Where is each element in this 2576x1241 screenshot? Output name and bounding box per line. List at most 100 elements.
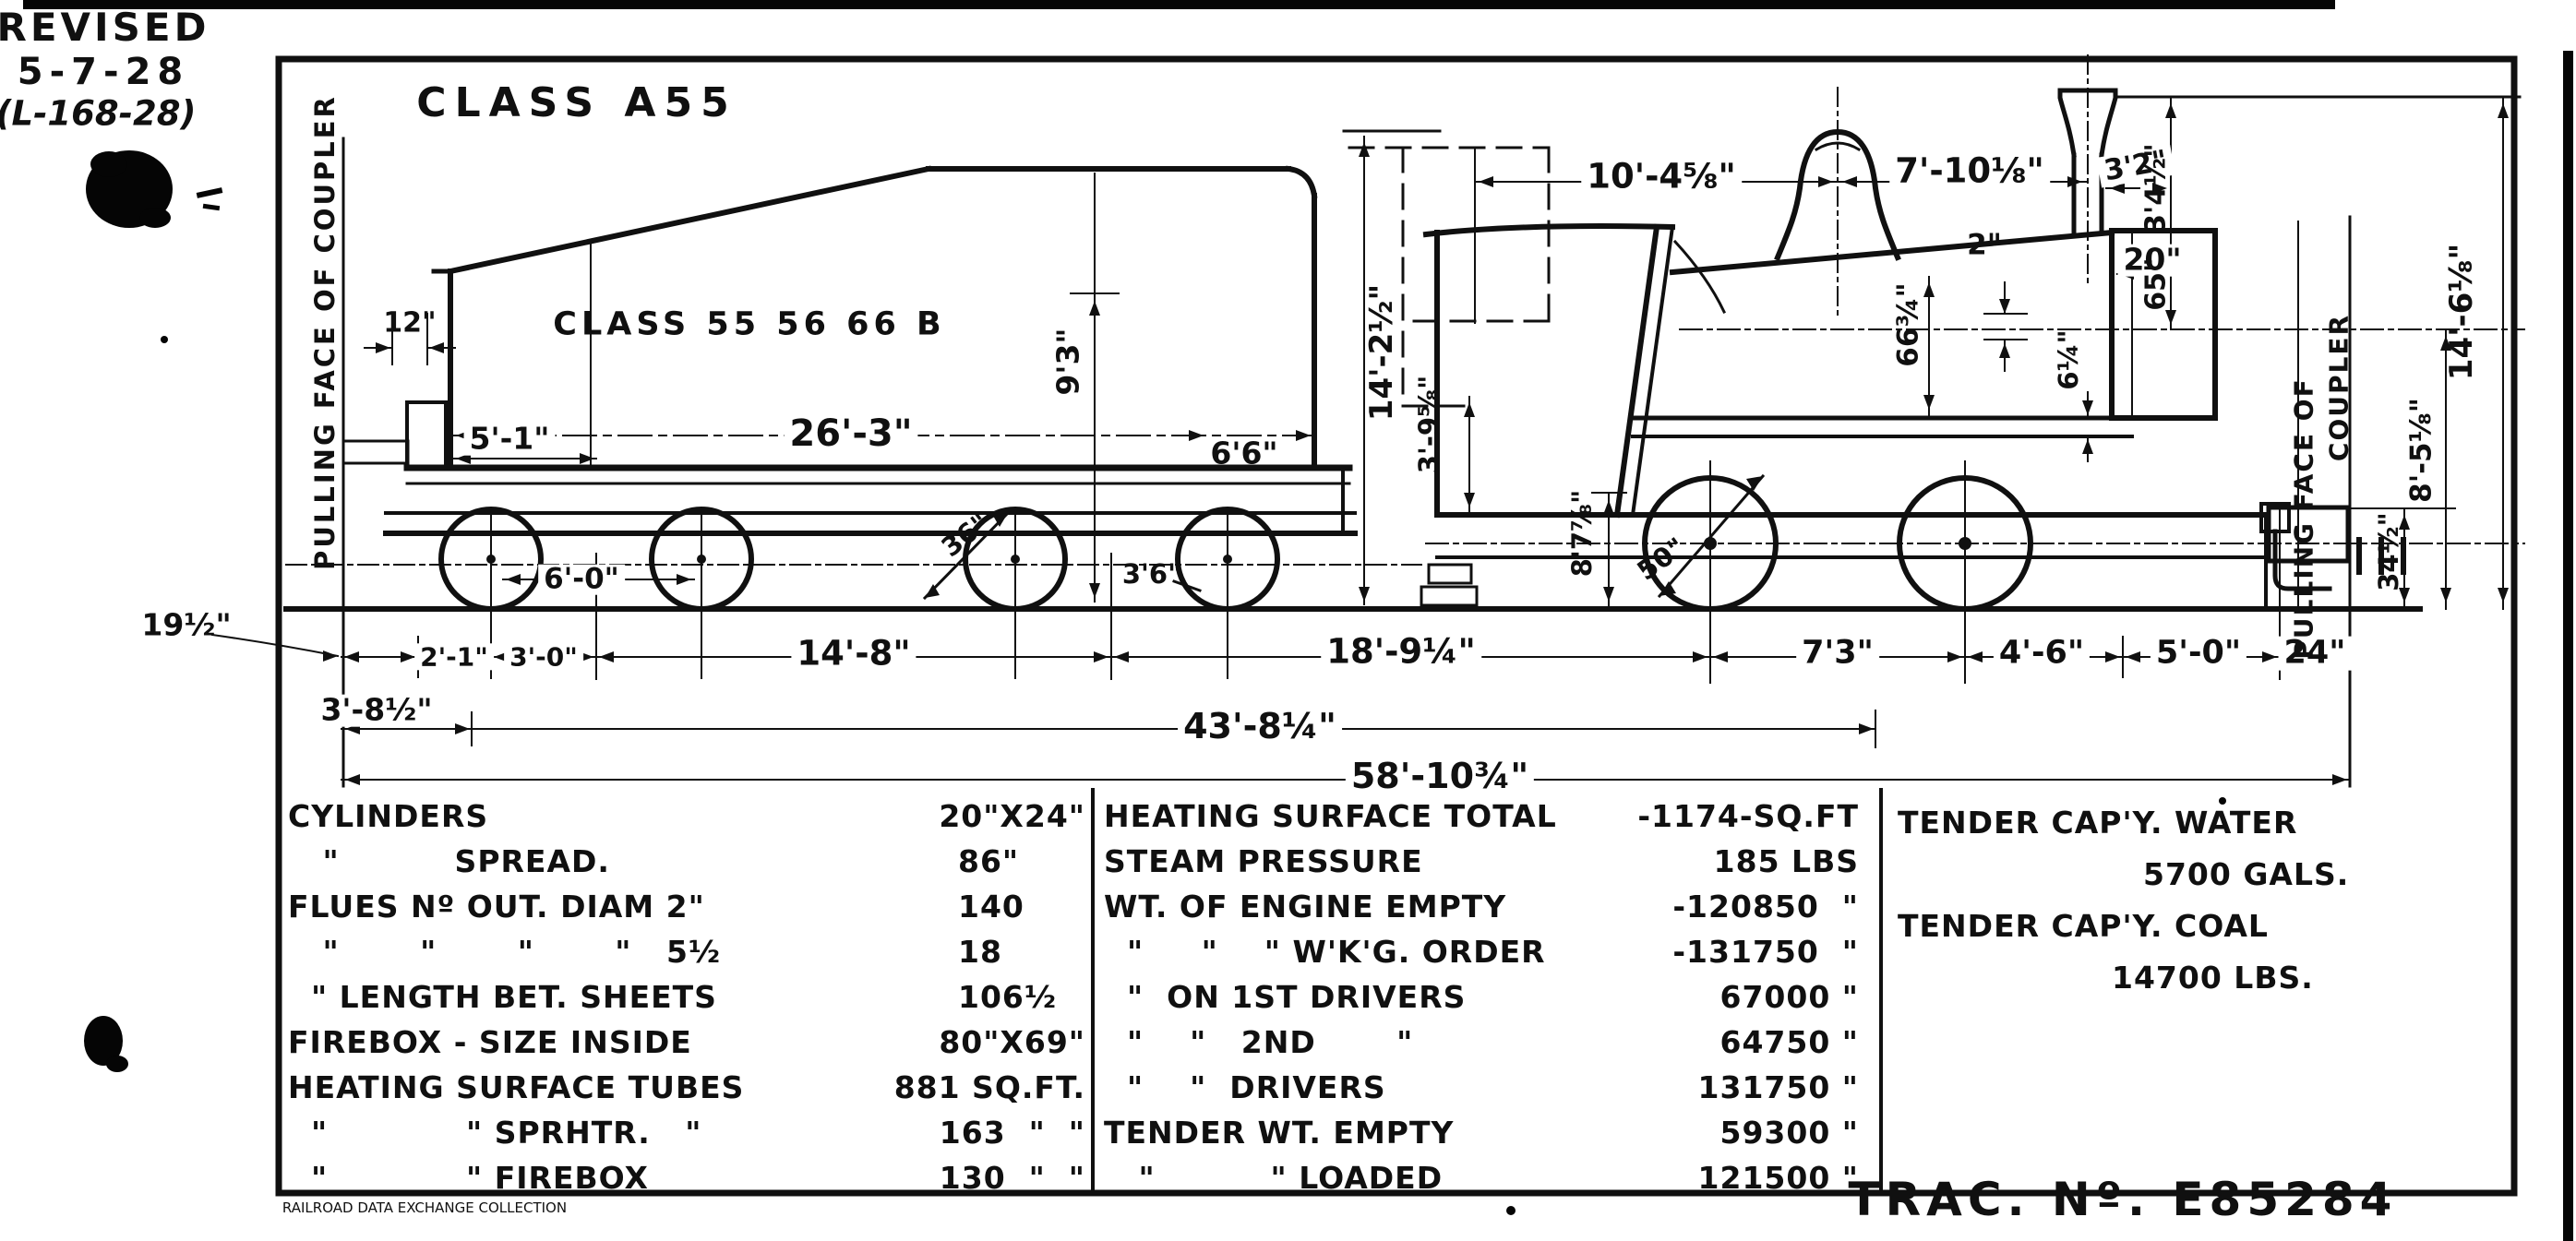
tender-capacity-line: TENDER CAP'Y. WATER xyxy=(1898,805,2298,841)
dim-12in: 12" xyxy=(383,306,437,340)
dim-2ft1: 2'-1" xyxy=(414,643,494,671)
dim-5ft1: 5'-1" xyxy=(463,423,556,456)
spec-value: 18 xyxy=(958,934,1002,970)
spec-label: HEATING SURFACE TUBES xyxy=(288,1069,745,1105)
arrowhead xyxy=(1999,299,2010,314)
sheet-border xyxy=(275,55,2518,1197)
revision-line-3: (L-168-28) xyxy=(0,93,197,134)
spec-label: " SPREAD. xyxy=(288,843,610,879)
spec-label: " " " W'K'G. ORDER xyxy=(1104,934,1546,970)
dim-3ft8h: 3'-8½" xyxy=(315,694,438,727)
arrowhead xyxy=(323,650,338,662)
arrowhead xyxy=(2498,588,2509,603)
spec-label: STEAM PRESSURE xyxy=(1104,843,1423,879)
dim-6ft6: 6'6" xyxy=(1210,435,1278,471)
coupler-note-right-2: COUPLER xyxy=(2323,313,2354,462)
spec-value: 106½ xyxy=(958,979,1058,1015)
dim-4ft6: 4'-6" xyxy=(1993,636,2091,671)
dim-7ft3: 7'3" xyxy=(1796,636,1879,671)
arrowhead xyxy=(2440,336,2451,351)
dim-65in: 65" xyxy=(2139,257,2173,311)
spec-row: " " DRIVERS 131750 " xyxy=(1104,1065,1859,1110)
dim-3ft6-wheel: 3'6" xyxy=(1121,557,1182,590)
dim-20in: 20" xyxy=(2117,244,2187,277)
spec-value: 163 " " xyxy=(939,1115,1085,1151)
spec-value: 80"X69" xyxy=(939,1024,1085,1060)
arrowhead xyxy=(1089,583,1100,598)
dim-10ft4e: 10'-4⅝" xyxy=(1581,159,1742,196)
arrowhead xyxy=(506,574,521,585)
tracing-number: TRAC. Nº. E85284 xyxy=(1848,1172,2398,1226)
arrowhead xyxy=(2082,400,2093,415)
spec-value: 121500 " xyxy=(1697,1160,1859,1196)
spec-value: 140 xyxy=(958,889,1024,925)
arrowhead xyxy=(2440,588,2451,603)
arrowhead xyxy=(2105,651,2120,662)
dim-18ft9q: 18'-9¼" xyxy=(1321,634,1481,671)
spec-row: " " FIREBOX 130 " " xyxy=(288,1155,1085,1200)
arrowhead xyxy=(2498,103,2509,118)
arrowhead xyxy=(599,651,614,662)
arrowhead xyxy=(1094,651,1108,662)
spec-label: FLUES Nº OUT. DIAM 2" xyxy=(288,889,705,925)
spec-label: " " FIREBOX xyxy=(288,1160,649,1196)
arrowhead xyxy=(2126,651,2140,662)
spec-row: " SPREAD.86" xyxy=(288,839,1085,884)
spec-row: WT. OF ENGINE EMPTY-120850 " xyxy=(1104,884,1859,929)
spec-label: TENDER WT. EMPTY xyxy=(1104,1115,1455,1151)
revision-line-1: REVISED xyxy=(0,4,210,50)
spec-label: FIREBOX - SIZE INSIDE xyxy=(288,1024,692,1060)
arrowhead xyxy=(1464,493,1475,507)
dim-3ft4h: 3'4½" xyxy=(2139,143,2173,233)
spec-value: -131750 " xyxy=(1672,934,1859,970)
dim-14ft2h: 14'-2½" xyxy=(1363,283,1401,422)
arrowhead xyxy=(1713,651,1728,662)
dim-66t: 66¾" xyxy=(1891,282,1925,367)
spec-value: -1174-SQ.FT xyxy=(1637,798,1859,834)
arrowhead xyxy=(1189,430,1204,441)
arrowhead xyxy=(345,774,360,785)
spec-label: " " SPRHTR. " xyxy=(288,1115,702,1151)
arrowhead xyxy=(1603,500,1614,515)
arrowhead xyxy=(1359,587,1370,602)
dim-3ft9e: 3'-9⅝" xyxy=(1412,375,1444,474)
dim-50in-driver: 50" xyxy=(1631,531,1692,587)
arrowhead xyxy=(1089,301,1100,316)
spec-table-dividers xyxy=(1091,788,1883,1193)
arrowhead xyxy=(1114,651,1129,662)
spec-row: FLUES Nº OUT. DIAM 2" 140 xyxy=(288,884,1085,929)
spec-row: CYLINDERS 20"X24" xyxy=(288,794,1085,839)
arrowhead xyxy=(2152,183,2167,194)
arrowhead xyxy=(1296,430,1311,441)
dim-24in: 24" xyxy=(2278,636,2352,671)
spec-row: HEATING SURFACE TOTAL-1174-SQ.FT xyxy=(1104,794,1859,839)
spec-value: 20"X24" xyxy=(939,798,1085,834)
arrowhead xyxy=(1359,142,1370,157)
arrowhead xyxy=(1859,723,1874,734)
spec-label: " LENGTH BET. SHEETS xyxy=(288,979,717,1015)
dim-36in-wheel: 36" xyxy=(935,507,996,564)
arrowhead xyxy=(2110,183,2125,194)
spec-row: " " SPRHTR. " 163 " " xyxy=(288,1110,1085,1155)
spec-label: " " LOADED xyxy=(1104,1160,1444,1196)
arrowhead xyxy=(456,453,471,464)
spec-value: 131750 " xyxy=(1697,1069,1859,1105)
spec-label: CYLINDERS xyxy=(288,798,489,834)
tender-capacity-line: 14700 LBS. xyxy=(2112,960,2314,996)
spec-value: 130 " " xyxy=(939,1160,1085,1196)
arrowhead xyxy=(2332,774,2347,785)
dim-58ft10t: 58'-10¾" xyxy=(1345,758,1535,795)
revision-line-2: 5-7-28 xyxy=(17,51,190,93)
spec-label: " " DRIVERS xyxy=(1104,1069,1386,1105)
spec-row: " " " W'K'G. ORDER -131750 " xyxy=(1104,929,1859,974)
dim-6ft0: 6'-0" xyxy=(538,565,625,595)
arrowhead xyxy=(1464,402,1475,417)
spec-label: " ON 1ST DRIVERS xyxy=(1104,979,1467,1015)
